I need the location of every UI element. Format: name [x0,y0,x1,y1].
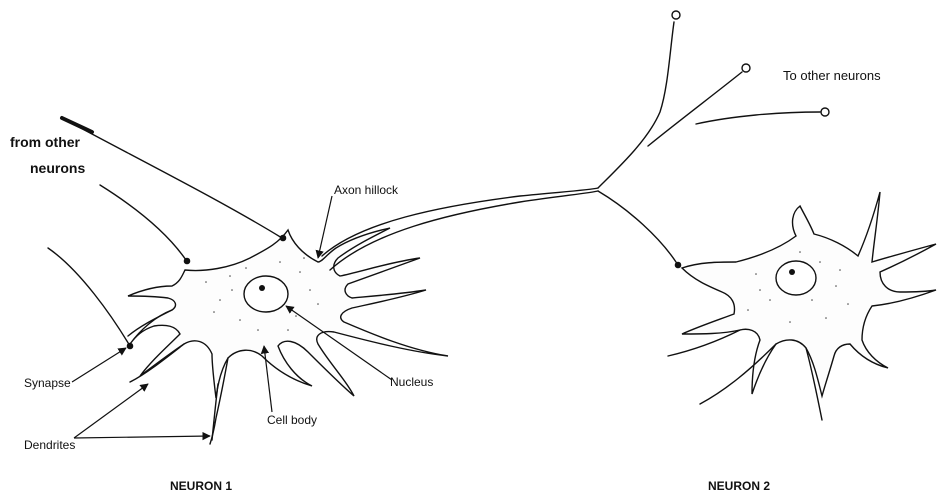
neuron-2-caption: NEURON 2 [708,479,770,493]
neuron-1-caption: NEURON 1 [170,479,232,493]
incoming-axon-2 [100,185,186,260]
incoming-terminal-3 [127,343,132,348]
axon-lower-edge [330,191,598,270]
incoming-axon-thick-stub [62,118,92,132]
neuron-1-nucleus [244,276,288,312]
nucleus-label: Nucleus [390,375,433,389]
axon [322,11,829,270]
axon-hillock-label: Axon hillock [334,183,398,197]
arrow-dendrites-1 [74,384,148,438]
neuron-1-cell-body-outline [128,228,448,398]
axon-terminal-mid [742,64,750,72]
axon-terminal-top [672,11,680,19]
neuron-2-nucleolus [789,269,795,275]
from-other-neurons-label-line2: neurons [30,160,85,176]
synapse-label: Synapse [24,376,71,390]
incoming-terminal-2 [184,258,189,263]
arrow-synapse [72,348,126,382]
neuron-2-nucleus [776,261,816,295]
axon-upper-edge [322,188,598,256]
arrow-axon-hillock [318,196,332,258]
from-other-neurons-label-line1: from other [10,134,80,150]
arrow-dendrites-2 [74,436,210,438]
incoming-axon-3 [48,248,130,346]
cell-body-label: Cell body [267,413,317,427]
axon-branch-down [598,191,676,262]
neuron-2 [668,192,936,420]
incoming-terminal-1 [280,235,285,240]
axon-terminal-down [675,262,680,267]
incoming-axon-thick [62,118,282,238]
neuron-2-cell-body-outline [682,192,936,396]
neuron-1-nucleolus [259,285,265,291]
axon-branch-mid [648,72,742,146]
neuron-1 [128,228,448,444]
to-other-neurons-label: To other neurons [783,68,881,83]
dendrites-label: Dendrites [24,438,75,452]
axon-branch-right [696,112,820,124]
axon-branch-top [598,22,674,188]
axon-terminal-right [821,108,829,116]
